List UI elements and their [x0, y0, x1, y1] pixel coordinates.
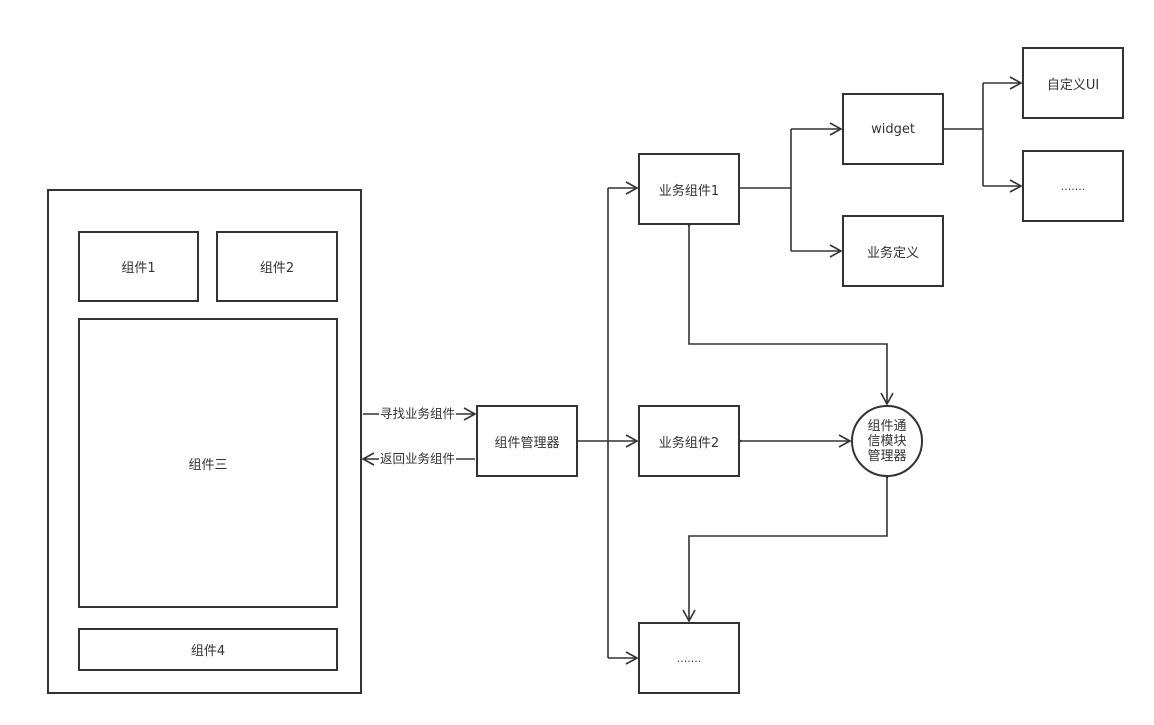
node-custom-ui[interactable]: 自定义UI [1022, 47, 1124, 119]
node-biz-def-label: 业务定义 [866, 245, 919, 261]
edge-label-return: 返回业务组件 [379, 451, 457, 466]
node-comp3[interactable]: 组件三 [78, 318, 338, 608]
node-biz-more[interactable]: ....... [638, 622, 740, 694]
node-biz-more-label: ....... [676, 651, 702, 665]
node-manager[interactable]: 组件管理器 [476, 405, 578, 477]
node-widget-label: widget [871, 121, 915, 137]
node-comp2[interactable]: 组件2 [216, 231, 338, 302]
node-comp2-label: 组件2 [259, 261, 295, 276]
node-comm-manager-label: 组件通信模块管理器 [867, 418, 907, 464]
node-manager-label: 组件管理器 [494, 435, 560, 451]
node-biz2[interactable]: 业务组件2 [638, 405, 740, 477]
node-comp3-label: 组件三 [188, 457, 228, 473]
node-biz2-label: 业务组件2 [658, 435, 720, 451]
node-biz1-label: 业务组件1 [658, 183, 720, 199]
node-comp1[interactable]: 组件1 [78, 231, 199, 302]
node-comp1-label: 组件1 [121, 261, 156, 276]
node-custom-ui-label: 自定义UI [1046, 77, 1100, 93]
node-biz-def[interactable]: 业务定义 [842, 215, 944, 287]
node-comp4-label: 组件4 [190, 644, 226, 659]
comm-biz1-link [682, 214, 894, 406]
node-biz1[interactable]: 业务组件1 [638, 153, 740, 225]
node-widget-more-label: ....... [1060, 179, 1086, 193]
node-widget-more[interactable]: ....... [1022, 150, 1124, 222]
node-widget[interactable]: widget [842, 93, 944, 165]
node-comm-manager[interactable]: 组件通信模块管理器 [851, 405, 923, 477]
comm-bizmore-link [682, 466, 894, 623]
edge-label-find: 寻找业务组件 [379, 406, 457, 421]
node-comp4[interactable]: 组件4 [78, 628, 338, 671]
